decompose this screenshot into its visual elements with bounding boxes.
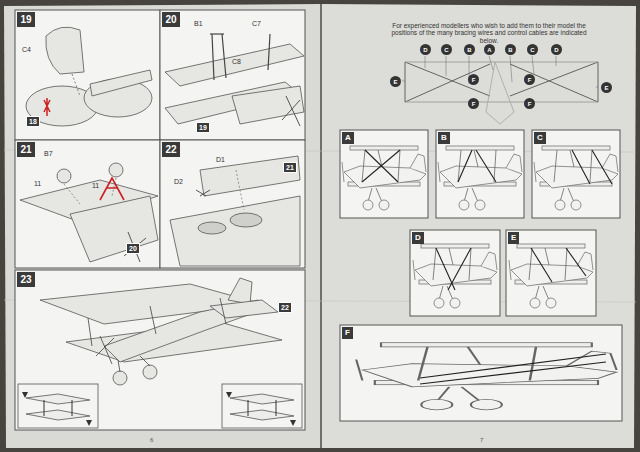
step-reference: 20	[126, 243, 140, 254]
view-letter: B	[438, 132, 450, 144]
badge-text: F	[528, 101, 532, 107]
wire-letter: B	[505, 44, 516, 55]
badge-text: D	[423, 47, 427, 53]
view-letter: C	[534, 132, 546, 144]
view-letter: F	[342, 327, 353, 339]
step-reference: 18	[26, 116, 40, 127]
step-number: 21	[17, 142, 35, 157]
part-label: C7	[252, 20, 261, 28]
part-label: 11	[92, 182, 99, 190]
note-text: For experienced modellers who wish to ad…	[384, 22, 594, 44]
badge-text: F	[345, 329, 350, 337]
badge-text: B	[467, 47, 471, 53]
wire-letter: E	[601, 82, 612, 93]
wire-letter: F	[524, 74, 535, 85]
page-number: 6	[150, 437, 153, 444]
badge-text: 21	[286, 164, 294, 171]
badge-text: 19	[20, 15, 31, 25]
badge-text: 20	[165, 15, 176, 25]
badge-text: B	[441, 134, 447, 142]
step-number: 20	[162, 12, 180, 27]
part-label: 11	[34, 180, 41, 188]
badge-text: F	[472, 77, 476, 83]
part-label: D1	[216, 156, 225, 164]
badge-text: 22	[165, 145, 176, 155]
step-number: 23	[17, 272, 35, 287]
step-number: 22	[162, 142, 180, 157]
badge-text: A	[487, 47, 491, 53]
wire-letter: F	[468, 98, 479, 109]
badge-text: 22	[281, 304, 289, 311]
part-label: C8	[232, 58, 241, 66]
part-label: D2	[174, 178, 183, 186]
view-letter: E	[508, 232, 519, 244]
badge-text: E	[604, 85, 608, 91]
badge-text: 18	[29, 118, 37, 125]
wire-letter: C	[527, 44, 538, 55]
wire-letter: C	[441, 44, 452, 55]
step-reference: 22	[278, 302, 292, 313]
badge-text: 19	[199, 124, 207, 131]
step-number: 19	[17, 12, 35, 27]
badge-text: D	[554, 47, 558, 53]
wire-letter: F	[524, 98, 535, 109]
badge-text: F	[528, 77, 532, 83]
badge-text: E	[393, 79, 397, 85]
wire-letter: F	[468, 74, 479, 85]
view-letter: D	[412, 232, 424, 244]
badge-text: A	[345, 134, 351, 142]
badge-text: D	[415, 234, 421, 242]
step-reference: 21	[283, 162, 297, 173]
badge-text: 20	[129, 245, 137, 252]
badge-text: C	[537, 134, 543, 142]
wire-letter: A	[484, 44, 495, 55]
badge-text: C	[530, 47, 534, 53]
badge-text: E	[511, 234, 516, 242]
part-label: C4	[22, 46, 31, 54]
badge-text: 23	[20, 275, 31, 285]
part-label: B7	[44, 150, 53, 158]
badge-text: F	[472, 101, 476, 107]
wire-letter: B	[464, 44, 475, 55]
part-label: B1	[194, 20, 203, 28]
wire-letter: D	[420, 44, 431, 55]
wire-letter: E	[390, 76, 401, 87]
badge-text: 21	[20, 145, 31, 155]
wire-letter: D	[551, 44, 562, 55]
page-number: 7	[480, 437, 483, 444]
view-letter: A	[342, 132, 354, 144]
badge-text: B	[508, 47, 512, 53]
step-reference: 19	[196, 122, 210, 133]
badge-text: C	[444, 47, 448, 53]
